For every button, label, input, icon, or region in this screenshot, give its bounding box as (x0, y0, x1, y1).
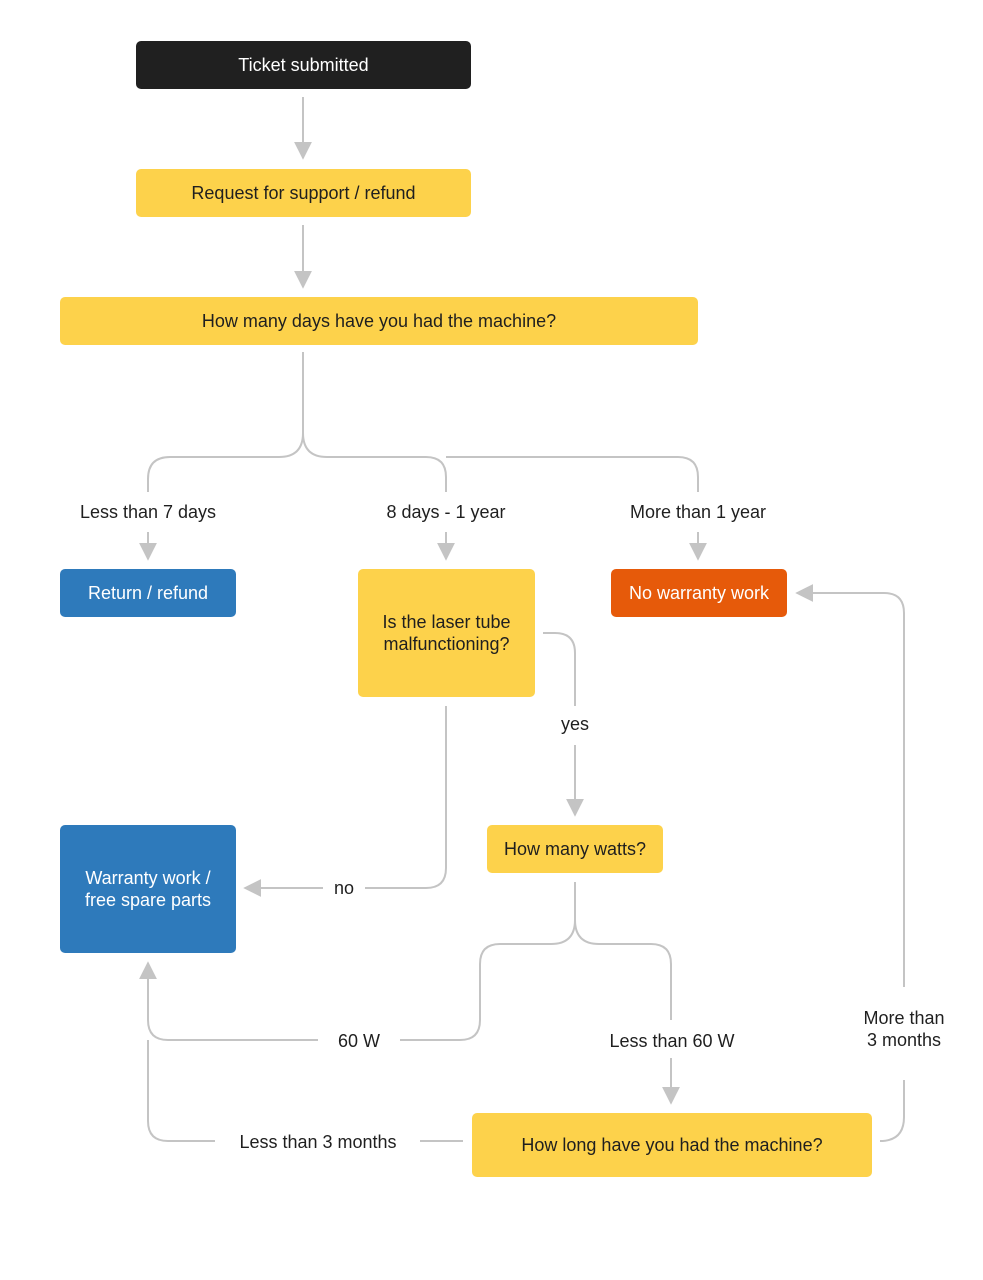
label-60-w: 60 W (337, 1031, 380, 1051)
edge-laser-yes (543, 632, 576, 706)
edge-days-middle (302, 432, 447, 492)
request-support-node: Request for support / refund (136, 169, 471, 217)
ticket-submitted-node: Ticket submitted (136, 41, 471, 89)
watts-question-node: How many watts? (487, 825, 663, 873)
label-more-than-3-months-line2: 3 months (866, 1030, 942, 1050)
how-long-question-node: How long have you had the machine? (472, 1113, 872, 1177)
how-long-question-text: How long have you had the machine? (521, 1135, 823, 1155)
days-question-node: How many days have you had the machine? (60, 297, 698, 345)
warranty-work-line1: Warranty work / (85, 868, 211, 888)
label-less-than-7-days: Less than 7 days (79, 502, 217, 522)
no-warranty-node: No warranty work (611, 569, 787, 617)
label-less-than-3-months: Less than 3 months (239, 1132, 397, 1152)
warranty-work-node: Warranty work / free spare parts (60, 825, 236, 953)
edge-60w-warranty (139, 961, 318, 1041)
edge-days-left (147, 432, 304, 492)
edge-laser-no (365, 706, 447, 889)
label-no: no (333, 878, 355, 898)
edge-watts-right (574, 919, 672, 1020)
label-less-than-60-w: Less than 60 W (609, 1031, 735, 1051)
label-yes: yes (560, 714, 589, 734)
edge-howlong-more3 (879, 1080, 905, 1142)
warranty-work-line2: free spare parts (84, 890, 212, 910)
return-refund-node: Return / refund (60, 569, 236, 617)
label-more-than-3-months-line1: More than (863, 1008, 945, 1028)
edge-less3-warranty (147, 1040, 215, 1142)
label-more-than-3-months: More than 3 months (844, 1007, 964, 1051)
laser-question-line2: malfunctioning? (383, 634, 510, 654)
request-support-text: Request for support / refund (191, 183, 416, 203)
no-warranty-text: No warranty work (628, 583, 770, 603)
edge-more3-nowarranty (795, 584, 905, 987)
days-question-text: How many days have you had the machine? (201, 311, 557, 331)
watts-question-text: How many watts? (503, 839, 647, 859)
edge-watts-left (400, 919, 576, 1041)
return-refund-text: Return / refund (87, 583, 209, 603)
label-more-than-1-year: More than 1 year (629, 502, 767, 522)
laser-question-line1: Is the laser tube (382, 612, 511, 632)
laser-question-node: Is the laser tube malfunctioning? (358, 569, 535, 697)
edge-days-right (446, 456, 699, 492)
label-8-days-1-year: 8 days - 1 year (386, 502, 506, 522)
ticket-submitted-text: Ticket submitted (238, 55, 369, 75)
